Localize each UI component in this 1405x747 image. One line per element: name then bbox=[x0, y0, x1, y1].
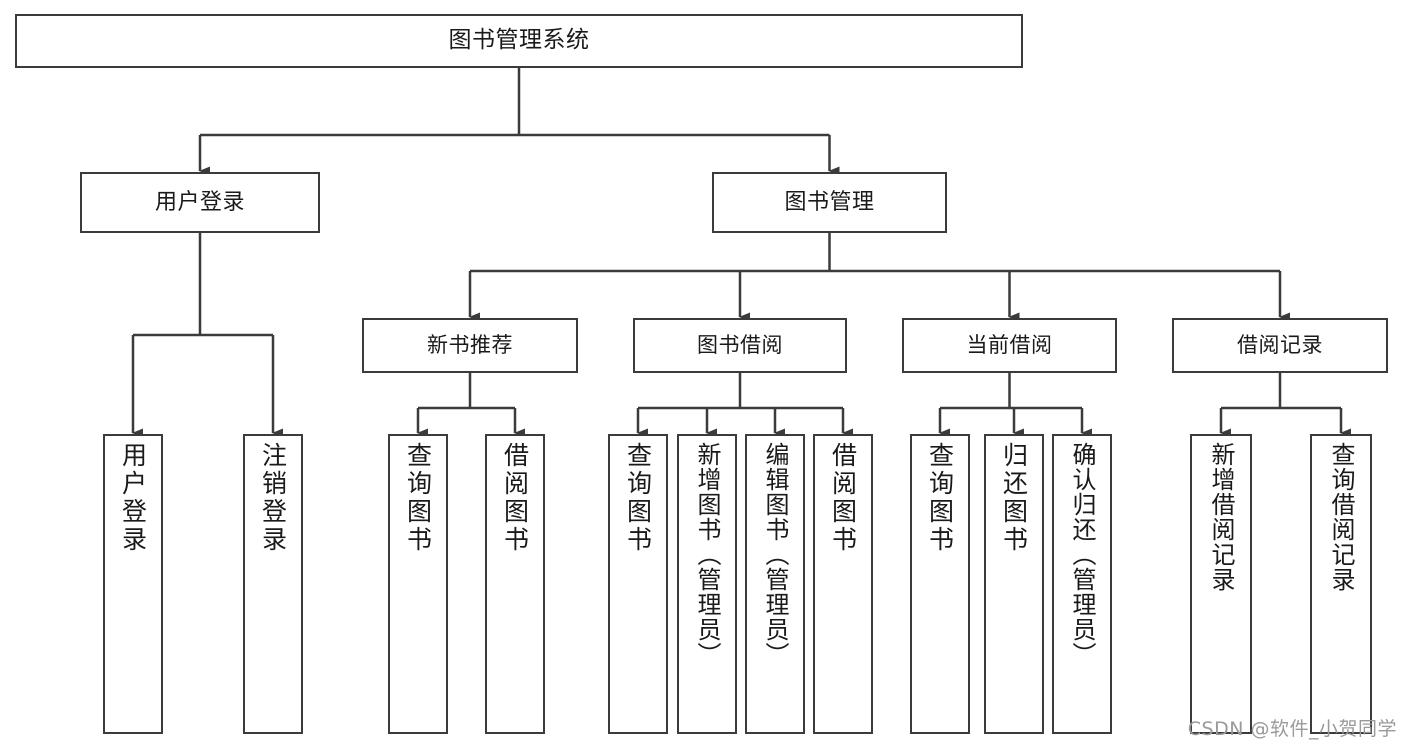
node-user-login-label: 用户登录 bbox=[154, 189, 245, 215]
node-book-borrow[interactable]: 图书借阅 bbox=[633, 318, 847, 373]
node-root[interactable]: 图书管理系统 bbox=[15, 14, 1023, 68]
leaf-query-book-2[interactable]: 查询图书 bbox=[608, 434, 668, 734]
leaf-borrow-book-1[interactable]: 借阅图书 bbox=[485, 434, 545, 734]
leaf-return-book-label: 归还图书 bbox=[999, 442, 1029, 554]
leaf-query-record-label: 查询借阅记录 bbox=[1327, 442, 1355, 592]
node-borrow-record-label: 借阅记录 bbox=[1237, 333, 1323, 358]
leaf-query-book-1-label: 查询图书 bbox=[403, 442, 433, 554]
leaf-query-book-3-label: 查询图书 bbox=[925, 442, 955, 554]
node-user-login[interactable]: 用户登录 bbox=[80, 172, 320, 233]
leaf-edit-book-label: 编辑图书（管理员） bbox=[761, 442, 789, 667]
leaf-add-book[interactable]: 新增图书（管理员） bbox=[677, 434, 737, 734]
node-book-manage-label: 图书管理 bbox=[784, 189, 875, 215]
leaf-query-book-1[interactable]: 查询图书 bbox=[388, 434, 448, 734]
leaf-borrow-book-2-label: 借阅图书 bbox=[828, 442, 858, 554]
edge-group bbox=[131, 68, 1351, 438]
node-book-manage[interactable]: 图书管理 bbox=[712, 172, 947, 233]
leaf-confirm-return-label: 确认归还（管理员） bbox=[1068, 442, 1096, 667]
leaf-edit-book[interactable]: 编辑图书（管理员） bbox=[745, 434, 805, 734]
leaf-query-book-2-label: 查询图书 bbox=[623, 442, 653, 554]
leaf-confirm-return[interactable]: 确认归还（管理员） bbox=[1052, 434, 1112, 734]
leaf-logout-label: 注销登录 bbox=[258, 442, 288, 554]
node-book-borrow-label: 图书借阅 bbox=[697, 333, 783, 358]
watermark-text: CSDN @软件_小贺同学 bbox=[1187, 718, 1397, 740]
leaf-return-book[interactable]: 归还图书 bbox=[984, 434, 1044, 734]
node-new-book-rec-label: 新书推荐 bbox=[427, 333, 513, 358]
leaf-logout[interactable]: 注销登录 bbox=[243, 434, 303, 734]
leaf-add-record-label: 新增借阅记录 bbox=[1207, 442, 1235, 592]
leaf-borrow-book-1-label: 借阅图书 bbox=[500, 442, 530, 554]
node-current-borrow-label: 当前借阅 bbox=[966, 333, 1053, 358]
leaf-add-record[interactable]: 新增借阅记录 bbox=[1190, 434, 1252, 734]
node-new-book-rec[interactable]: 新书推荐 bbox=[362, 318, 578, 373]
leaf-add-book-label: 新增图书（管理员） bbox=[693, 442, 721, 667]
node-borrow-record[interactable]: 借阅记录 bbox=[1172, 318, 1388, 373]
leaf-query-book-3[interactable]: 查询图书 bbox=[910, 434, 970, 734]
leaf-user-login[interactable]: 用户登录 bbox=[103, 434, 163, 734]
node-current-borrow[interactable]: 当前借阅 bbox=[902, 318, 1117, 373]
leaf-user-login-label: 用户登录 bbox=[118, 442, 148, 554]
node-root-label: 图书管理系统 bbox=[448, 27, 590, 54]
leaf-query-record[interactable]: 查询借阅记录 bbox=[1310, 434, 1372, 734]
leaf-borrow-book-2[interactable]: 借阅图书 bbox=[813, 434, 873, 734]
